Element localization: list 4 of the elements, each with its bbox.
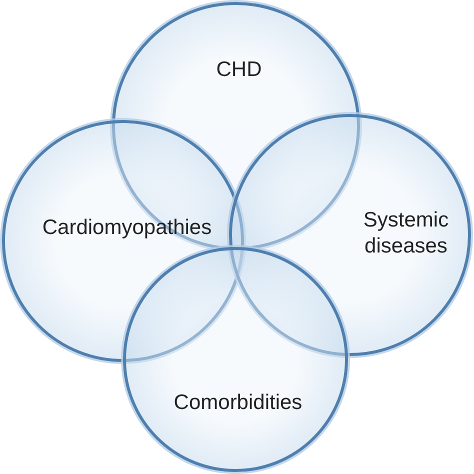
circle-label: Comorbidities <box>172 390 304 416</box>
circle-label: Cardiomyopathies <box>41 215 213 242</box>
circle-label: CHD <box>215 57 263 84</box>
circle-label: Systemic diseases <box>362 207 450 260</box>
